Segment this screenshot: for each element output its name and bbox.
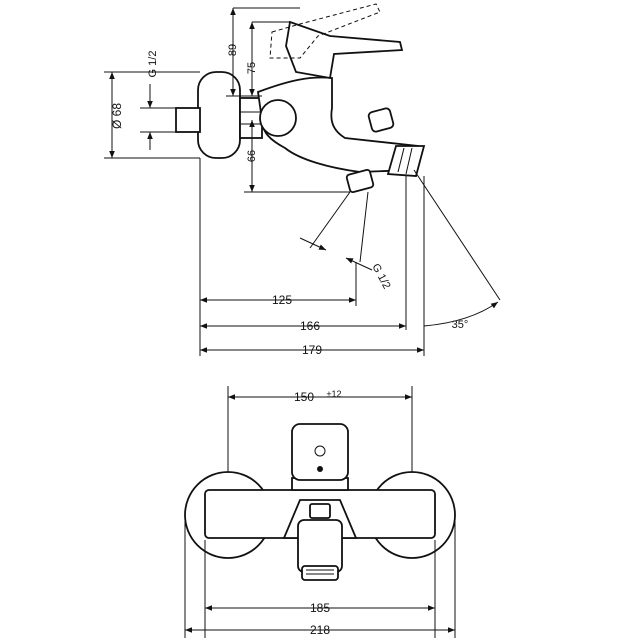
diverter-front xyxy=(309,503,331,519)
dim-66-label: 66 xyxy=(246,150,258,162)
dim-179-label: 179 xyxy=(302,343,322,357)
shower-outlet xyxy=(345,168,375,194)
front-view: 150 ±12 185 218 xyxy=(184,386,456,638)
spout-end xyxy=(386,145,426,177)
hex-nut xyxy=(239,97,263,139)
connector-pipe xyxy=(175,107,201,133)
dim-thread-top-label: G 1/2 xyxy=(147,51,159,78)
dim-150-tolerance: ±12 xyxy=(327,389,342,399)
dim-150-label: 150 xyxy=(294,390,314,404)
dim-218-label: 218 xyxy=(310,623,330,637)
wall-flange xyxy=(197,71,241,159)
dim-125-label: 125 xyxy=(272,293,292,307)
dim-166-label: 166 xyxy=(300,319,320,333)
dim-89-label: 89 xyxy=(227,44,239,56)
lever-front xyxy=(291,423,349,481)
dim-angle-label: 35° xyxy=(452,319,469,331)
dim-thread-outlet-label: G 1/2 xyxy=(369,262,392,291)
diverter-knob xyxy=(367,107,395,133)
lever-handle xyxy=(285,20,404,80)
dim-185-label: 185 xyxy=(310,601,330,615)
spout-front xyxy=(297,519,343,573)
side-view: 89 75 66 G 1/2 Ø 68 G 1/2 125 166 179 35… xyxy=(104,3,501,357)
dim-75-label: 75 xyxy=(246,62,258,74)
lever-handle-raised xyxy=(269,3,381,59)
dim-diameter-label: Ø 68 xyxy=(110,103,124,129)
